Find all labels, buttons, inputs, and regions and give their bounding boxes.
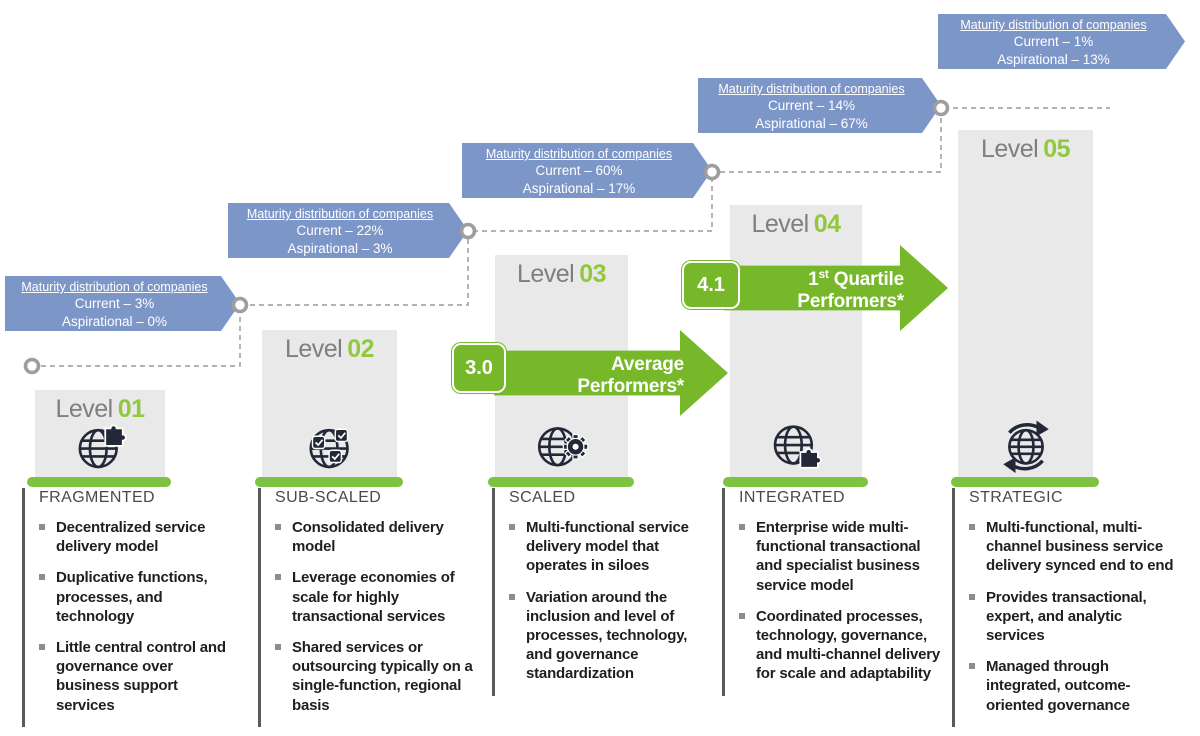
arrow-label-line1: 1: [808, 269, 819, 291]
bullet-item: Managed through integrated, outcome-orie…: [969, 657, 1184, 715]
category-block-sub-scaled: SUB-SCALED Consolidated delivery model L…: [258, 488, 475, 727]
globe-sync-icon: [998, 417, 1054, 473]
bullet-list: Multi-functional, multi-channel business…: [969, 518, 1184, 715]
average-performers-arrow: Average Performers* 3.0: [452, 330, 728, 416]
bullet-list: Multi-functional service delivery model …: [509, 518, 712, 684]
bullet-item: Decentralized service delivery model: [39, 518, 236, 556]
level-underline-bar: [255, 477, 403, 487]
level-underline-bar: [951, 477, 1099, 487]
callout-current: Current – 3%: [74, 296, 155, 311]
callout-aspirational: Aspirational – 17%: [522, 180, 636, 196]
score-badge: 3.0: [452, 343, 506, 393]
arrow-label-line1-rest: Quartile: [828, 269, 904, 291]
callout-current: Current – 1%: [1013, 34, 1094, 49]
level-underline-bar: [488, 477, 634, 487]
level-number: 02: [347, 335, 375, 363]
callout-aspirational: Aspirational – 67%: [755, 115, 868, 131]
bullet-item: Variation around the inclusion and level…: [509, 588, 712, 684]
callout-title: Maturity distribution of companies: [718, 82, 905, 96]
bullet-item: Provides transactional, expert, and anal…: [969, 588, 1184, 646]
globe-checkmarks-icon: [302, 417, 358, 473]
category-title: SUB-SCALED: [275, 489, 382, 506]
level-label: Level: [284, 335, 343, 363]
maturity-callout: Maturity distribution of companies Curre…: [5, 276, 240, 331]
arrow-label-line2: Performers*: [577, 376, 684, 398]
callout-title: Maturity distribution of companies: [21, 280, 208, 294]
maturity-callout: Maturity distribution of companies Curre…: [462, 143, 712, 198]
category-block-fragmented: FRAGMENTED Decentralized service deliver…: [22, 488, 236, 727]
callout-current: Current – 60%: [535, 163, 623, 178]
bullet-item: Multi-functional service delivery model …: [509, 518, 712, 576]
globe-puzzle-icon: [768, 417, 824, 473]
callout-current: Current – 14%: [767, 98, 856, 113]
category-block-strategic: STRATEGIC Multi-functional, multi-channe…: [952, 488, 1184, 727]
maturity-callout: Maturity distribution of companies Curre…: [938, 14, 1185, 69]
level-label: Level: [516, 260, 575, 288]
category-block-scaled: SCALED Multi-functional service delivery…: [492, 488, 712, 696]
arrow-label: Average Performers*: [577, 348, 684, 398]
bullet-item: Duplicative functions, processes, and te…: [39, 568, 236, 626]
level-number: 05: [1043, 135, 1071, 163]
bullet-item: Multi-functional, multi-channel business…: [969, 518, 1184, 576]
bullet-item: Shared services or outsourcing typically…: [275, 638, 475, 715]
level-label: Level: [751, 210, 809, 238]
score-badge: 4.1: [682, 261, 740, 309]
level-underline-bar: [27, 477, 171, 487]
bullet-list: Decentralized service delivery model Dup…: [39, 518, 236, 715]
category-block-integrated: INTEGRATED Enterprise wide multi-functio…: [722, 488, 942, 696]
globe-puzzle-icon: [72, 417, 128, 473]
maturity-callout: Maturity distribution of companies Curre…: [228, 203, 468, 258]
level-number: 03: [579, 260, 607, 288]
maturity-callout: Maturity distribution of companies Curre…: [698, 78, 941, 133]
category-title: FRAGMENTED: [39, 489, 155, 506]
bullet-item: Enterprise wide multi-functional transac…: [739, 518, 942, 595]
arrow-label-line1: Average: [611, 354, 684, 376]
level-number: 01: [117, 395, 145, 423]
callout-title: Maturity distribution of companies: [960, 18, 1147, 32]
callout-aspirational: Aspirational – 0%: [61, 313, 168, 329]
bullet-item: Leverage economies of scale for highly t…: [275, 568, 475, 626]
category-title: INTEGRATED: [739, 489, 845, 506]
level-underline-bar: [723, 477, 868, 487]
first-quartile-performers-arrow: 1st Quartile Performers* 4.1: [680, 245, 948, 331]
bullet-item: Little central control and governance ov…: [39, 638, 236, 715]
arrow-label-sup: st: [818, 266, 829, 281]
level-label: Level: [55, 395, 113, 423]
callout-title: Maturity distribution of companies: [485, 147, 673, 161]
bullet-item: Consolidated delivery model: [275, 518, 475, 556]
bullet-item: Coordinated processes, technology, gover…: [739, 607, 942, 684]
bullet-list: Enterprise wide multi-functional transac…: [739, 518, 942, 684]
bullet-list: Consolidated delivery model Leverage eco…: [275, 518, 475, 715]
callout-title: Maturity distribution of companies: [246, 207, 434, 221]
category-title: SCALED: [509, 489, 576, 506]
callout-aspirational: Aspirational – 13%: [997, 51, 1110, 67]
arrow-label: 1st Quartile Performers*: [797, 263, 904, 313]
category-title: STRATEGIC: [969, 489, 1063, 506]
level-label: Level: [980, 135, 1039, 163]
callout-aspirational: Aspirational – 3%: [287, 240, 393, 256]
level-number: 04: [813, 210, 841, 238]
globe-gear-icon: [534, 417, 590, 473]
path-node: [23, 357, 41, 375]
callout-current: Current – 22%: [296, 223, 384, 238]
arrow-label-line2: Performers*: [797, 291, 904, 313]
